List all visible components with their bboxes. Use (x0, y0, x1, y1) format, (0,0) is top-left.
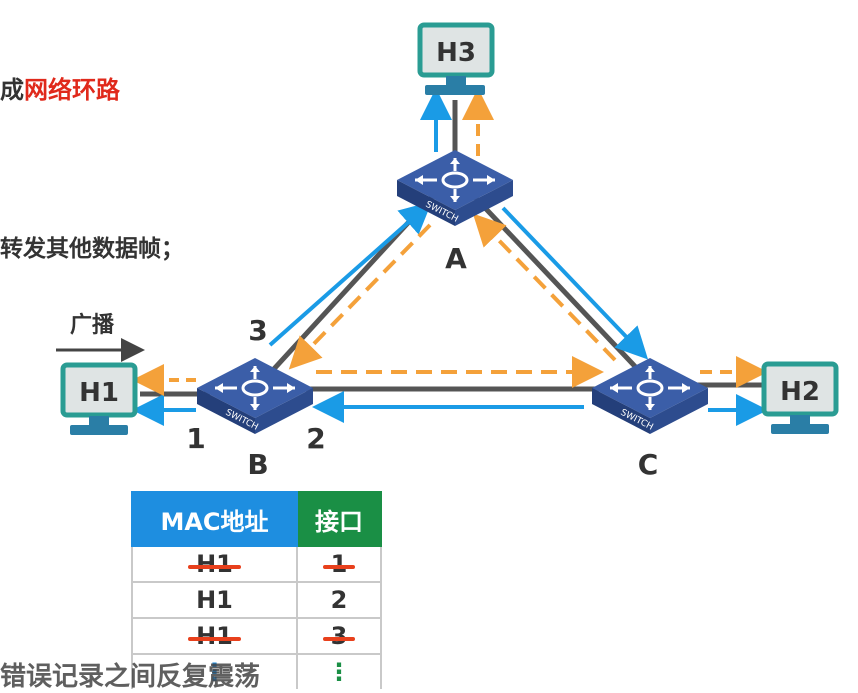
port-value-struck: 1 (322, 550, 355, 578)
arrow-a-to-b-dashed (288, 223, 432, 370)
mac-cell: H1 (131, 545, 298, 583)
subtitle-caption: 错误记录之间反复震荡 (0, 662, 261, 692)
mac-value-struck: H1 (188, 550, 241, 578)
host-h3: H3 (417, 22, 495, 95)
switch-b-label: B (247, 448, 268, 481)
heading-red-text: 网络环路 (24, 76, 120, 104)
mac-table-header: MAC地址 接口 (131, 491, 382, 547)
reverse-arrows (132, 88, 768, 396)
table-row-ellipsis: ⋮ ⋮ (131, 653, 382, 689)
heading-dark-char: 成 (0, 76, 24, 104)
bullet-line-fragment: 转发其他数据帧； (0, 236, 184, 262)
port-header: 接口 (296, 491, 382, 547)
port-value: 2 (330, 586, 348, 614)
switch-a: SWITCH (397, 150, 513, 226)
port-cell: 1 (296, 545, 382, 583)
host-h2-label: H2 (780, 377, 820, 407)
mac-value: H1 (196, 586, 233, 614)
host-h1: H1 (60, 362, 138, 435)
host-h1-label: H1 (79, 378, 119, 408)
forward-arrows (132, 88, 768, 426)
arrow-a-to-c (501, 206, 649, 360)
ellipsis-mark: ⋮ (327, 658, 351, 686)
switch-c: SWITCH (592, 358, 708, 434)
port-cell: 2 (296, 581, 382, 619)
mac-cell: H1 (131, 617, 298, 655)
arrow-b-to-a (268, 201, 432, 347)
host-h3-label: H3 (436, 38, 476, 68)
arrow-c-to-a-dashed (472, 213, 617, 362)
port-cell-ellipsis: ⋮ (296, 653, 382, 689)
ellipsis-mark: ⋮ (202, 658, 227, 686)
mac-address-header: MAC地址 (131, 491, 298, 547)
port-cell: 3 (296, 617, 382, 655)
switch-b: SWITCH (197, 358, 313, 434)
port-value-struck: 3 (322, 622, 355, 650)
mac-value-struck: H1 (188, 622, 241, 650)
port-1-label: 1 (186, 422, 205, 455)
link-a-c (468, 190, 648, 380)
switch-c-label: C (638, 448, 659, 481)
mac-cell: H1 (131, 581, 298, 619)
table-row: H1 3 (131, 617, 382, 655)
switch-a-label: A (445, 242, 467, 275)
port-3-label: 3 (248, 314, 267, 347)
heading-fragment: 成网络环路 (0, 70, 120, 105)
host-h2: H2 (761, 361, 839, 434)
broadcast-label: 广播 (70, 312, 115, 338)
table-row: H1 1 (131, 545, 382, 583)
mac-address-table: MAC地址 接口 H1 1 H1 2 H1 3 ⋮ ⋮ (131, 491, 382, 689)
port-2-label: 2 (306, 422, 325, 455)
mac-cell-ellipsis: ⋮ (131, 653, 298, 689)
table-row: H1 2 (131, 581, 382, 619)
